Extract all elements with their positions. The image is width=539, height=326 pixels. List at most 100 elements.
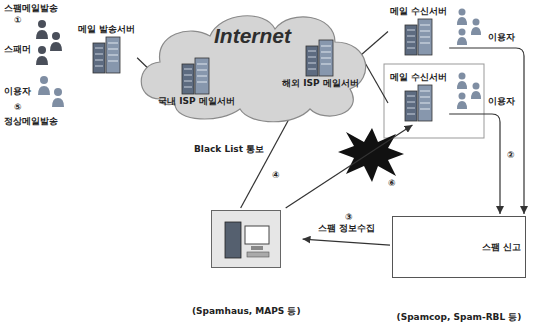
connector [361, 32, 388, 56]
monitor-stand [251, 246, 263, 250]
node-label: 국내 ISP 메일서버 [158, 96, 235, 107]
connector [449, 114, 500, 214]
drive-slot [95, 66, 103, 67]
receiving-server: 메일 수신서버 [388, 4, 449, 59]
server-icon [305, 38, 335, 78]
drive-slot [197, 76, 207, 77]
server-tower [93, 43, 105, 73]
drive-slot [308, 51, 316, 52]
drive-slot [420, 43, 430, 44]
site-box: 스팸 신고 [392, 216, 526, 278]
drive-slot [321, 58, 331, 59]
drive-slot [321, 46, 331, 47]
sending-server: 메일 발송서버 [76, 22, 137, 77]
spammer-figures [36, 20, 62, 65]
server-tower [306, 46, 318, 76]
user-figures [457, 9, 481, 110]
drive-slot [108, 55, 118, 56]
drive-slot [184, 87, 192, 88]
server-tower [225, 222, 241, 258]
node-label: (Spamhaus, MAPS 등) [192, 306, 301, 317]
drive-slot [321, 52, 331, 53]
server-icon [181, 56, 211, 96]
edge-label: 스팸 정보수집 [316, 223, 377, 234]
drive-slot [420, 91, 430, 92]
connector [286, 125, 413, 208]
callout-number: ③ [345, 212, 353, 223]
receiving-server: 메일 수신서버 [388, 70, 449, 125]
monitor [245, 226, 269, 244]
box-text: 스팸 신고 [482, 242, 521, 253]
drive-slot [108, 49, 118, 50]
drive-slot [197, 82, 207, 83]
server-tower [418, 19, 432, 55]
drive-slot [420, 25, 430, 26]
drive-slot [184, 81, 192, 82]
drive-slot [407, 48, 415, 49]
spam-report-site: 스팸 신고 (Spamcop, Spam-RBL 등) [390, 214, 528, 325]
callout-number: ⑤ [14, 102, 22, 113]
internet-cloud-node: Internet 국내 ISP 메일서버 해외 ISP 메일서버 [130, 4, 375, 126]
drive-slot [407, 42, 415, 43]
callout-number: ⑥ [388, 178, 396, 189]
server-tower [405, 91, 417, 121]
drive-slot [108, 43, 118, 44]
drive-slot [407, 102, 415, 103]
drive-slot [95, 54, 103, 55]
drive-slot [420, 97, 430, 98]
block-burst [338, 128, 404, 182]
drive-slot [95, 60, 103, 61]
user-figures [38, 76, 64, 107]
drive-slot [321, 64, 331, 65]
drive-slot [197, 64, 207, 65]
drive-slot [407, 36, 415, 37]
blacklist-server-icon [211, 210, 281, 268]
drive-slot [407, 96, 415, 97]
site-caption: (Spamcop, Spam-RBL 등) [392, 312, 526, 323]
connector [449, 48, 524, 214]
receiver-frame [384, 64, 484, 138]
actor-label: 이용자 [4, 86, 31, 97]
actor-label: 스패머 [4, 44, 31, 55]
connector [303, 239, 390, 245]
drive-slot [407, 108, 415, 109]
edge-label: Black List 통보 [192, 144, 266, 155]
server-tower [182, 64, 194, 94]
drive-slot [407, 114, 415, 115]
overseas-isp-server: 해외 ISP 메일서버 [280, 36, 361, 91]
server-tower [418, 85, 432, 121]
caption-text: 정상메일발송 [4, 116, 58, 127]
cloud-title: Internet [130, 24, 375, 48]
drive-slot [308, 63, 316, 64]
server-icon [404, 17, 434, 57]
drive-slot [420, 31, 430, 32]
domestic-isp-server: 국내 ISP 메일서버 [156, 54, 237, 109]
drive-slot [108, 61, 118, 62]
drive-slot [95, 48, 103, 49]
drive-slot [308, 69, 316, 70]
drive-slot [407, 30, 415, 31]
actor-label: 이용자 [488, 32, 515, 43]
drive-slot [197, 70, 207, 71]
node-label: 메일 발송서버 [78, 24, 135, 35]
node-label: 해외 ISP 메일서버 [282, 78, 359, 89]
callout-number: ① [14, 15, 22, 26]
drive-slot [184, 75, 192, 76]
drive-slot [420, 103, 430, 104]
drive-slot [308, 57, 316, 58]
blacklist-server: (Spamhaus, MAPS 등) [190, 208, 303, 319]
drive-slot [184, 69, 192, 70]
server-tower [195, 58, 209, 94]
drive-slot [420, 109, 430, 110]
caption-text: 스팸메일발송 [4, 3, 58, 14]
icon-frame [212, 211, 281, 268]
drive-slot [420, 37, 430, 38]
server-icon [92, 35, 122, 75]
server-tower [319, 40, 333, 76]
keyboard [247, 252, 269, 257]
node-label: 메일 수신서버 [390, 72, 447, 83]
internet-cloud [130, 4, 375, 126]
callout-number: ④ [272, 170, 280, 181]
server-tower [405, 25, 417, 55]
